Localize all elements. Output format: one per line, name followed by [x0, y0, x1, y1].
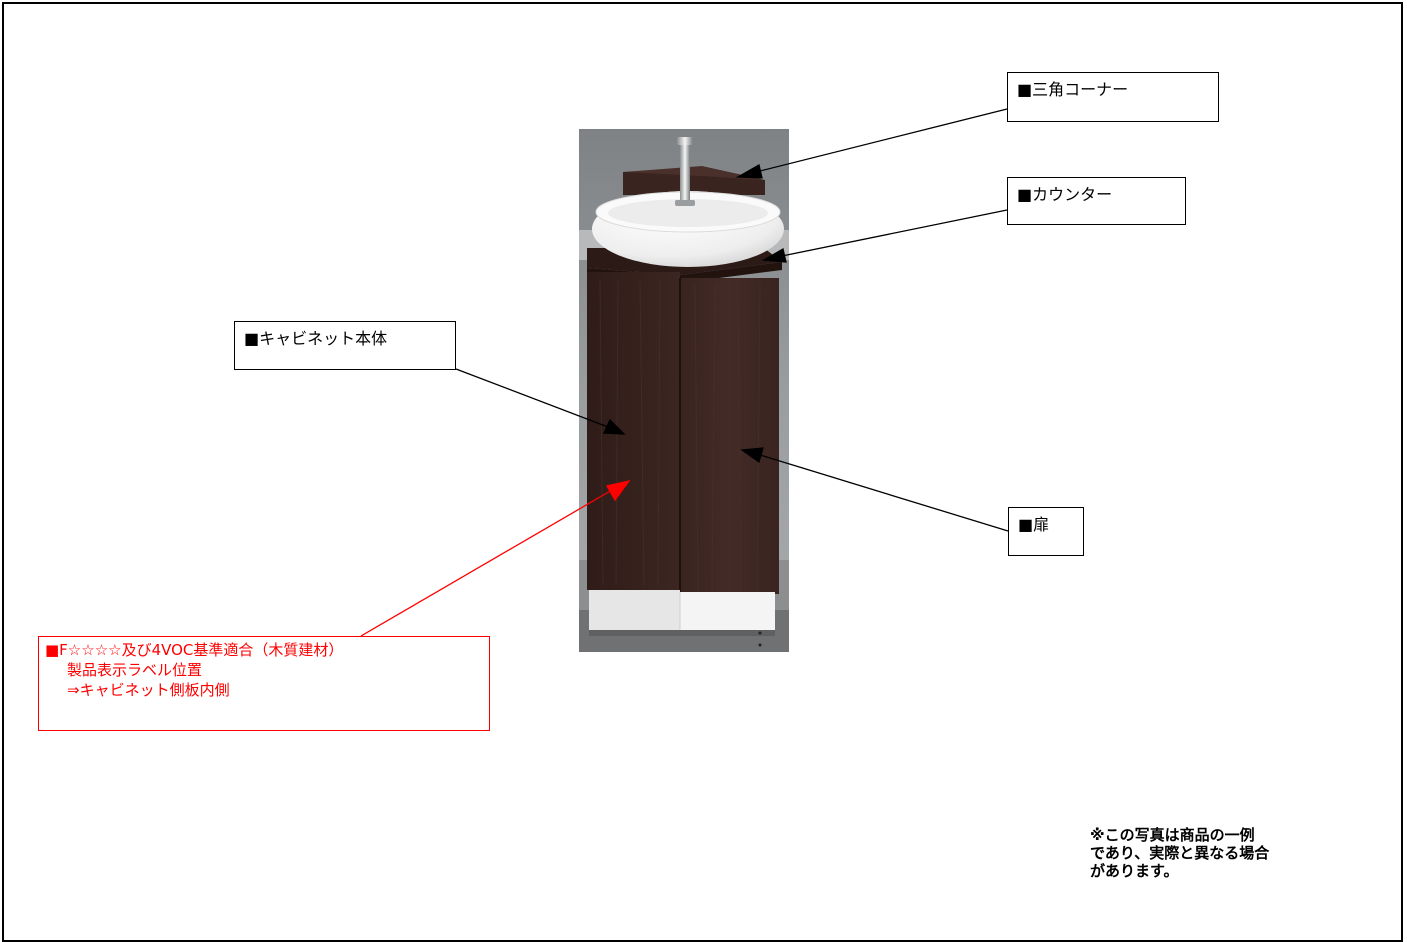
leader-lines — [455, 108, 1009, 532]
faucet-body — [680, 139, 690, 203]
plinth-front — [680, 592, 775, 632]
plinth-shadow — [589, 630, 775, 636]
red-leader — [360, 479, 631, 637]
red-label-line2: 製品表示ラベル位置 — [67, 661, 203, 679]
faucet-base — [675, 200, 695, 206]
label-cabinet-body: ■キャビネット本体 — [234, 321, 456, 370]
corner-shelf — [623, 172, 765, 195]
note-line2: であり、実際と異なる場合 — [1090, 844, 1270, 862]
label-triangle-corner: ■三角コーナー — [1007, 72, 1219, 122]
product-photo — [579, 129, 789, 652]
arrow-body-head — [603, 418, 626, 435]
cabinet-door-face — [680, 278, 779, 594]
corner-shelf-top — [623, 166, 765, 180]
label-door: ■扉 — [1008, 507, 1084, 556]
cabinet-left-side — [587, 272, 680, 590]
arrow-corner-line — [755, 108, 1008, 173]
red-arrow-head — [606, 479, 631, 502]
arrow-corner-head — [735, 164, 763, 179]
label-counter: ■カウンター — [1007, 177, 1186, 225]
label-formaldehyde-standard: ■F☆☆☆☆及び4VOC基準適合（木質建材） 製品表示ラベル位置 ⇒キャビネット… — [38, 636, 490, 731]
arrow-door-line — [759, 454, 1009, 532]
plinth-side — [589, 590, 680, 630]
photo-disclaimer-note: ※この写真は商品の一例 であり、実際と異なる場合 があります。 — [1090, 826, 1269, 880]
note-line1: ※この写真は商品の一例 — [1090, 826, 1255, 844]
arrow-counter-head — [761, 247, 787, 263]
red-label-line3: ⇒キャビネット側板内側 — [67, 681, 230, 699]
red-label-line1: ■F☆☆☆☆及び4VOC基準適合（木質建材） — [45, 641, 344, 659]
note-line3: があります。 — [1090, 862, 1179, 880]
basin-inner — [608, 199, 768, 227]
arrow-counter-line — [781, 209, 1008, 257]
red-arrow-line — [360, 489, 613, 637]
arrow-door-head — [740, 447, 764, 464]
arrow-body-line — [455, 368, 609, 428]
faucet-head — [677, 137, 693, 145]
